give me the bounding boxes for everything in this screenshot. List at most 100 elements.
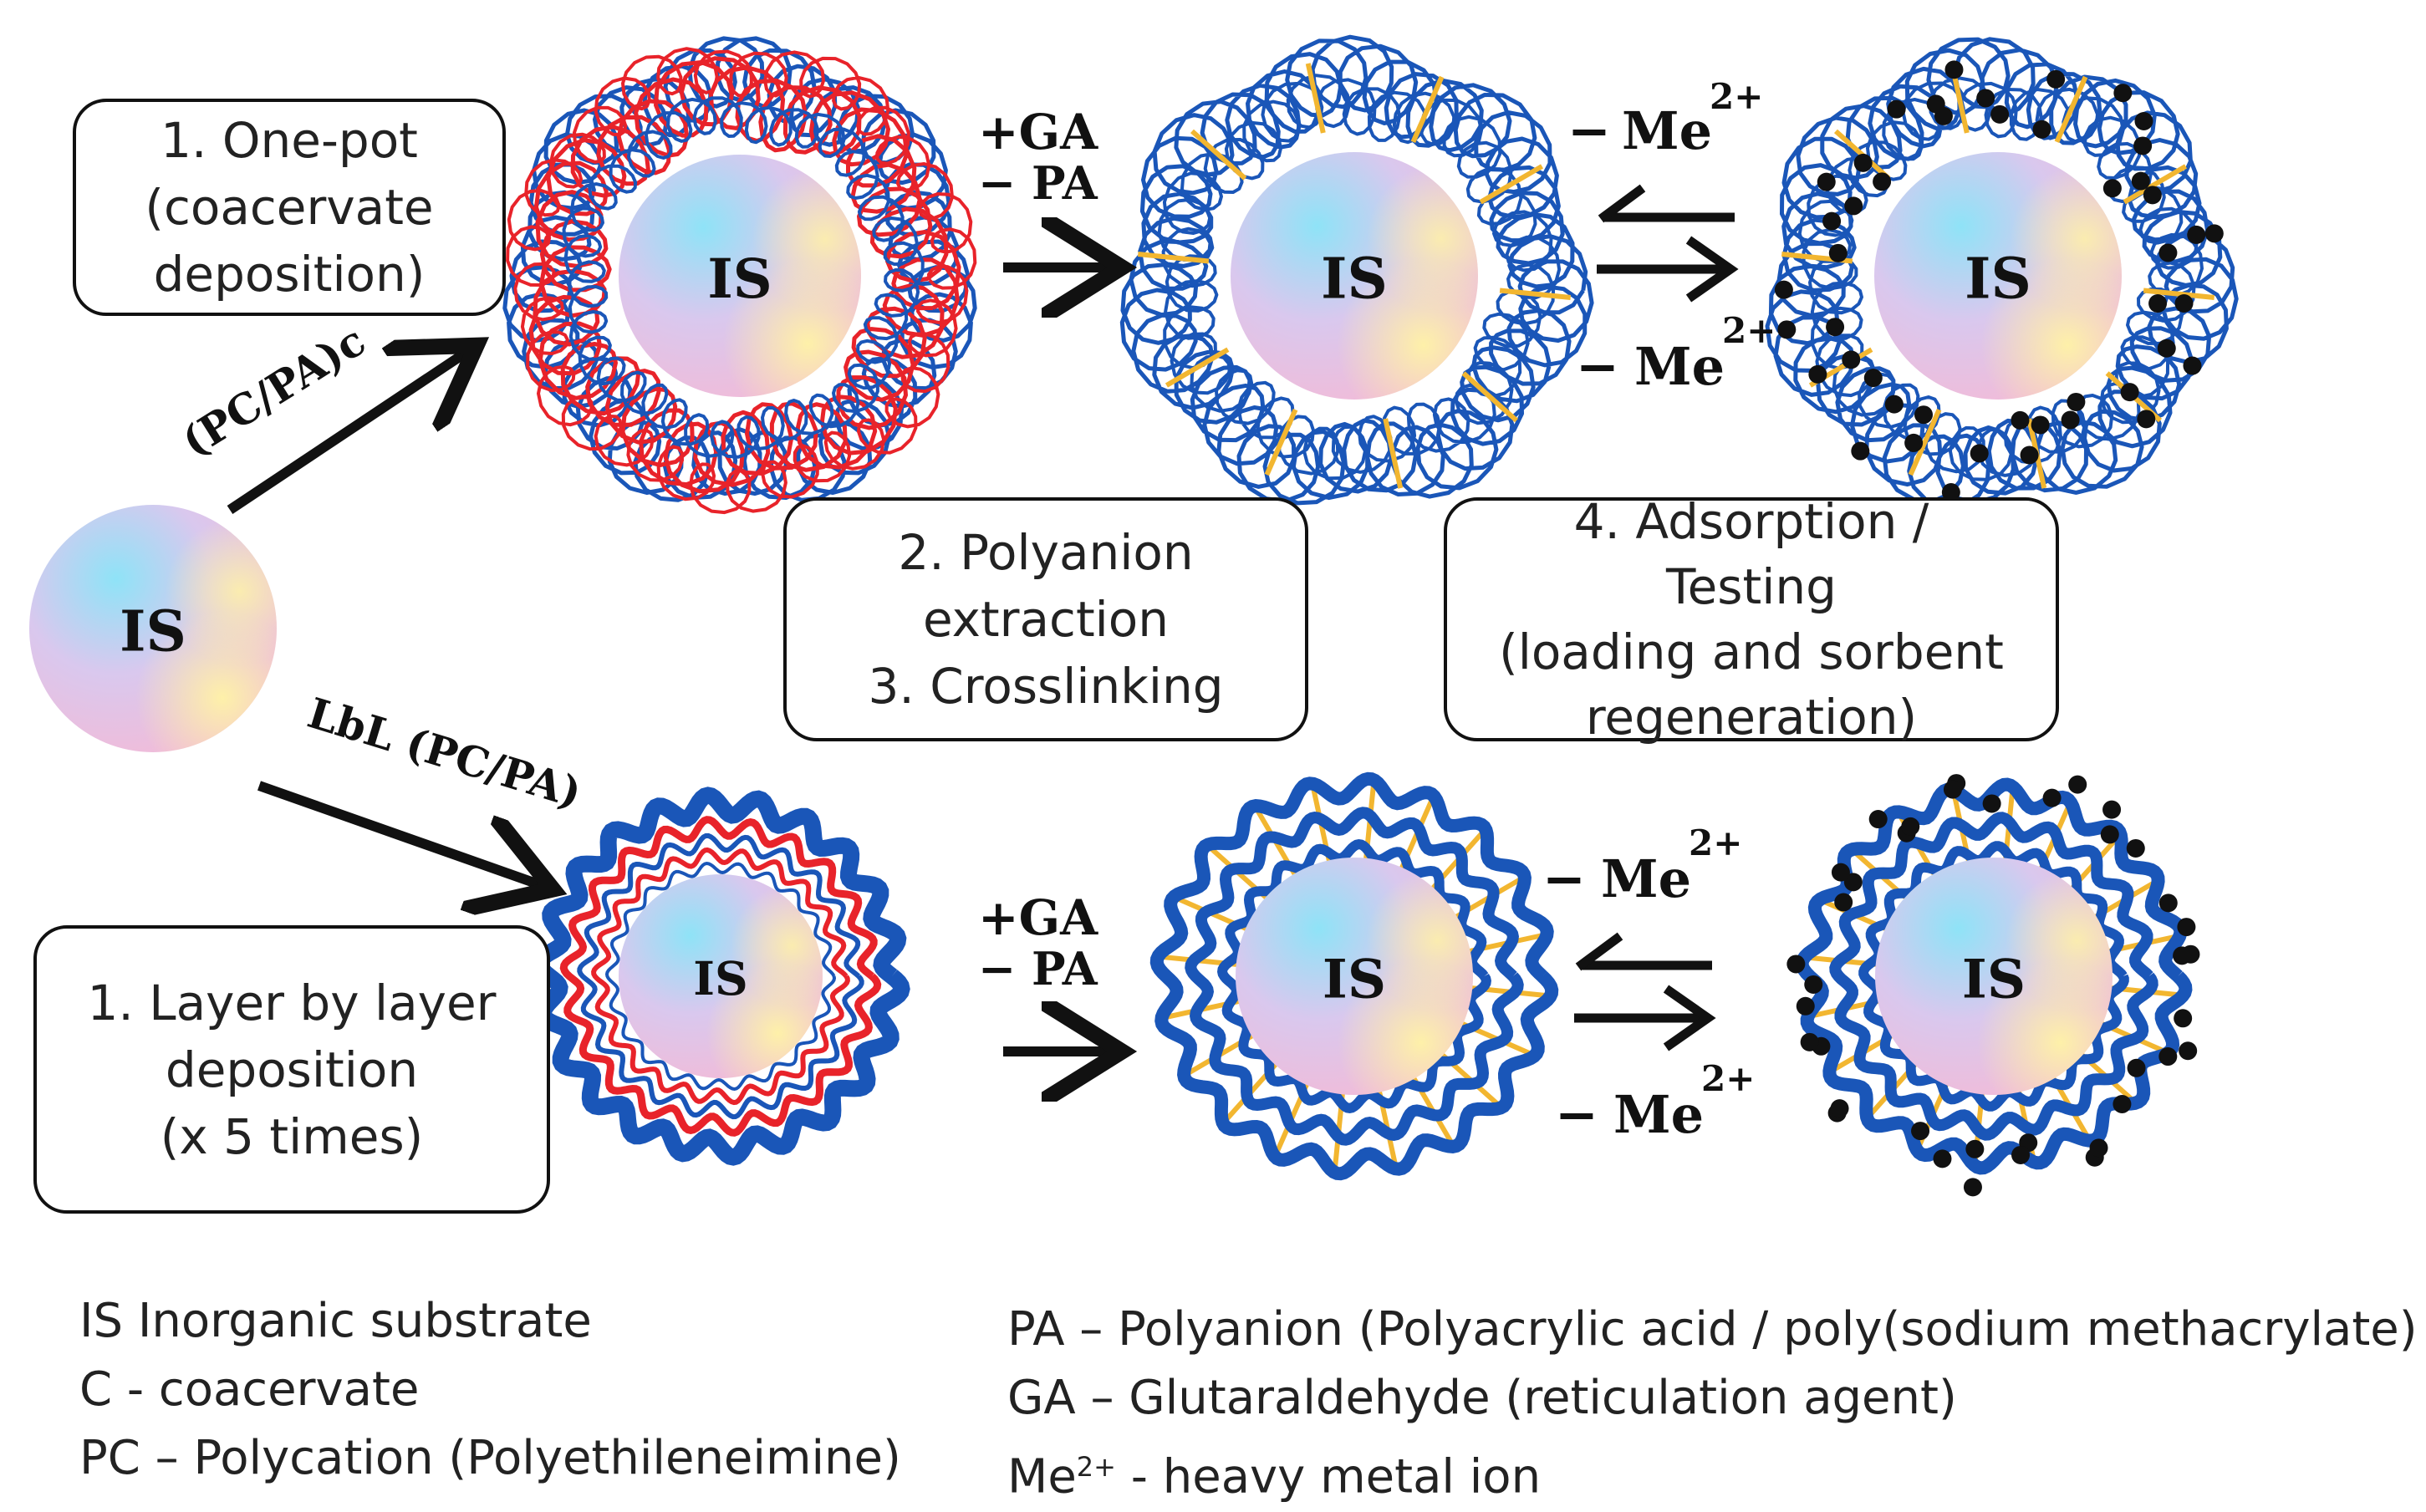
crosslink bbox=[1165, 347, 1230, 388]
metal-ion bbox=[2020, 445, 2039, 465]
metal-ion bbox=[2032, 120, 2051, 139]
crosslink bbox=[1908, 408, 1942, 476]
metal-ion bbox=[1844, 196, 1863, 216]
metal-ion bbox=[1863, 369, 1883, 388]
metal-ion bbox=[2177, 918, 2196, 937]
step-layer-by-layer-box: 1. Layer by layer deposition (x 5 times) bbox=[33, 925, 550, 1214]
step-extraction-line-2: extraction bbox=[922, 591, 1170, 648]
metal-ion bbox=[1868, 810, 1888, 829]
step-lbl-line-3: (x 5 times) bbox=[160, 1107, 424, 1165]
step-adsorption-line-1: 4. Adsorption / bbox=[1573, 493, 1929, 550]
remove-pa-label-bottom: − PA bbox=[978, 942, 1098, 995]
equilibrium-arrows-bottom bbox=[1574, 932, 1716, 1051]
crosslinked-layer-particle: IS bbox=[1149, 771, 1559, 1181]
svg-text:−: − bbox=[1555, 1084, 1598, 1145]
substrate-label: IS bbox=[1965, 246, 2031, 312]
svg-text:2+: 2+ bbox=[1722, 310, 1776, 351]
metal-ion bbox=[1800, 1032, 1819, 1051]
polycation-layer-2 bbox=[591, 847, 850, 1106]
metal-ion bbox=[2127, 1058, 2146, 1077]
polyanion-layer-2 bbox=[1829, 812, 2158, 1141]
metal-ion bbox=[2011, 1145, 2031, 1164]
crosslink bbox=[1190, 129, 1247, 181]
arrow-to-layer-by-layer bbox=[257, 781, 543, 886]
metal-ion bbox=[2204, 224, 2224, 243]
legend-item-glutaraldehyde: GA – Glutaraldehyde (reticulation agent) bbox=[1007, 1371, 1957, 1425]
legend-item-polyanion: PA – Polyanion (Polyacrylic acid / poly(… bbox=[1007, 1302, 2418, 1357]
metal-ion bbox=[1901, 817, 1920, 836]
step-one-pot-line-3: deposition) bbox=[153, 246, 426, 303]
polycation-coil-outer bbox=[506, 47, 977, 515]
metal-ion bbox=[2113, 84, 2133, 103]
metal-ion bbox=[2126, 838, 2145, 858]
step-extraction-line-1: 2. Polyanion bbox=[898, 524, 1194, 581]
step-extraction-line-3: 3. Crosslinking bbox=[868, 658, 1224, 715]
metal-ion bbox=[2143, 186, 2162, 205]
substrate-label: IS bbox=[1962, 949, 2026, 1011]
metal-ion bbox=[1982, 794, 2001, 813]
metal-ion bbox=[2042, 788, 2062, 807]
metal-ion bbox=[1965, 1139, 1985, 1158]
crosslink bbox=[1479, 164, 1544, 205]
substrate-core-tint-2 bbox=[1231, 152, 1478, 400]
crosslinked-coil-particle: IS bbox=[1119, 34, 1594, 506]
svg-text:−: − bbox=[1576, 336, 1619, 397]
substrate-core-tint-2 bbox=[619, 155, 861, 397]
metal-ion bbox=[1944, 60, 1964, 79]
substrate-core-tint-2 bbox=[1875, 858, 2113, 1095]
metal-ion bbox=[2158, 893, 2178, 913]
metal-label-top-lower: − Me 2+ bbox=[1576, 310, 1776, 397]
metal-ion bbox=[2133, 136, 2153, 155]
legend-item-coacervate: C - coacervate bbox=[79, 1362, 420, 1417]
metal-ion bbox=[2102, 179, 2122, 198]
metal-ion bbox=[2011, 410, 2030, 430]
polyanion-layer-3 bbox=[1217, 839, 1491, 1113]
metal-ion bbox=[1943, 780, 1962, 799]
crosslink bbox=[2143, 288, 2215, 300]
metal-ion bbox=[2158, 1047, 2178, 1067]
metal-ion bbox=[1904, 433, 1924, 452]
metal-ion bbox=[1990, 104, 2010, 124]
step-lbl-line-2: deposition bbox=[165, 1041, 419, 1098]
coacervate-particle: IS bbox=[502, 36, 977, 515]
step-lbl-line-1: 1. Layer by layer bbox=[87, 974, 497, 1031]
metal-loaded-layer-particle: IS bbox=[1786, 774, 2200, 1197]
metal-ion bbox=[2173, 946, 2192, 965]
metal-ion bbox=[1786, 955, 1806, 974]
metal-ion bbox=[1808, 364, 1827, 384]
metal-ion bbox=[2031, 415, 2050, 435]
substrate-core-tint-2 bbox=[29, 505, 277, 752]
svg-text:−: − bbox=[1542, 848, 1586, 909]
polyanion-layer-2 bbox=[577, 832, 864, 1120]
step-one-pot-line-1: 1. One-pot bbox=[161, 112, 418, 169]
metal-loaded-coil-particle: IS bbox=[1765, 37, 2239, 509]
step-adsorption-line-3: (loading and sorbent bbox=[1499, 624, 2004, 680]
legend-left: IS Inorganic substrate C - coacervate PC… bbox=[79, 1287, 901, 1493]
metal-label-bottom-upper: − Me 2+ bbox=[1542, 822, 1742, 909]
route-bottom-label: LbL (PC/PA) bbox=[302, 688, 587, 817]
crosslink bbox=[2054, 75, 2088, 144]
metal-ion bbox=[2183, 356, 2202, 375]
metal-ion bbox=[2102, 800, 2122, 819]
metal-ion bbox=[2174, 1009, 2193, 1028]
layer-by-layer-particle: IS bbox=[531, 787, 910, 1166]
route-top-label: (PC/PA)c bbox=[173, 316, 374, 466]
metal-ion bbox=[2131, 171, 2150, 191]
svg-text:2+: 2+ bbox=[1710, 76, 1763, 117]
polycation-layer bbox=[559, 816, 882, 1137]
svg-text:Me: Me bbox=[1634, 336, 1725, 397]
crosslink bbox=[1383, 418, 1404, 489]
svg-text:2+: 2+ bbox=[1689, 822, 1742, 863]
metal-ion bbox=[1804, 975, 1823, 994]
step-extraction-box: 2. Polyanion extraction 3. Crosslinking bbox=[783, 497, 1308, 741]
legend-item-metal-ion: Me2+ - heavy metal ion bbox=[1007, 1449, 1542, 1504]
metal-label-top-upper: − Me 2+ bbox=[1567, 76, 1763, 161]
metal-ion bbox=[1976, 89, 1995, 108]
legend-right: PA – Polyanion (Polyacrylic acid / poly(… bbox=[1007, 1296, 2418, 1504]
metal-ion bbox=[1826, 318, 1845, 337]
metal-label-bottom-lower: − Me 2+ bbox=[1555, 1058, 1755, 1145]
metal-ion bbox=[1796, 996, 1815, 1016]
substrate-label: IS bbox=[120, 598, 186, 664]
arrow-to-coacervate bbox=[227, 351, 468, 514]
